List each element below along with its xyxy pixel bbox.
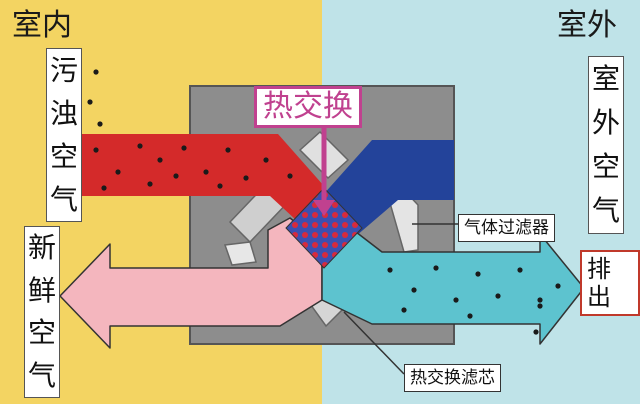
core-callout: 热交换滤芯 [404,364,501,392]
particle-dot [495,293,501,299]
particle-dot [467,313,473,319]
fresh-air-char: 鲜 [27,273,56,307]
particle-dot [137,143,143,149]
gas-filter-callout: 气体过滤器 [458,214,555,242]
particle-dot [453,297,459,303]
outdoor-label: 室外 [557,8,617,43]
fresh-air-char: 空 [27,316,56,350]
fresh-air-char: 新 [27,231,56,265]
particle-dot [181,145,187,151]
particle-dot [537,297,543,303]
dirty-air-label: 污 浊 空 气 [46,48,82,222]
title-arrow [313,128,335,216]
outdoor-air-stream [322,140,454,236]
ambient-particles [87,69,543,335]
particle-dot [555,283,561,289]
outdoor-air-char: 气 [591,194,620,227]
fresh-air-stream [59,217,323,349]
particle-dot [387,267,393,273]
dirty-air-char: 气 [49,182,78,216]
heat-exchange-title: 热交换 [254,86,362,128]
particle-dot [97,121,103,127]
particle-dot [475,271,481,277]
particle-dot [93,69,99,75]
particle-dot [517,267,523,273]
particle-dot [93,147,99,153]
outdoor-air-char: 外 [591,106,620,139]
exhaust-particles [387,265,561,319]
core-leader [343,311,405,375]
dirty-air-char: 浊 [49,96,78,130]
particle-dot [433,265,439,271]
exhaust-label: 排出 [580,250,640,316]
heat-exchange-core [285,187,363,269]
particle-dot [243,175,249,181]
particle-dot [533,329,539,335]
particle-dot [115,169,121,175]
dirty-air-particles [93,143,293,191]
particle-dot [87,99,93,105]
particle-dot [411,287,417,293]
dirty-air-stream [78,134,324,244]
outdoor-air-label: 室 外 空 气 [588,56,624,234]
particle-dot [147,181,153,187]
particle-dot [537,303,543,309]
particle-dot [101,185,107,191]
particle-dot [401,307,407,313]
particle-dot [203,169,209,175]
indoor-label: 室内 [12,8,72,43]
particle-dot [225,147,231,153]
particle-dot [157,157,163,163]
outdoor-air-char: 空 [591,150,620,183]
fresh-air-char: 气 [27,358,56,392]
particle-dot [287,173,293,179]
particle-dot [263,157,269,163]
particle-dot [217,183,223,189]
dirty-air-char: 污 [49,53,78,87]
fresh-air-label: 新 鲜 空 气 [24,226,60,398]
outdoor-air-char: 室 [591,62,620,95]
particle-dot [173,173,179,179]
dirty-air-char: 空 [49,139,78,173]
